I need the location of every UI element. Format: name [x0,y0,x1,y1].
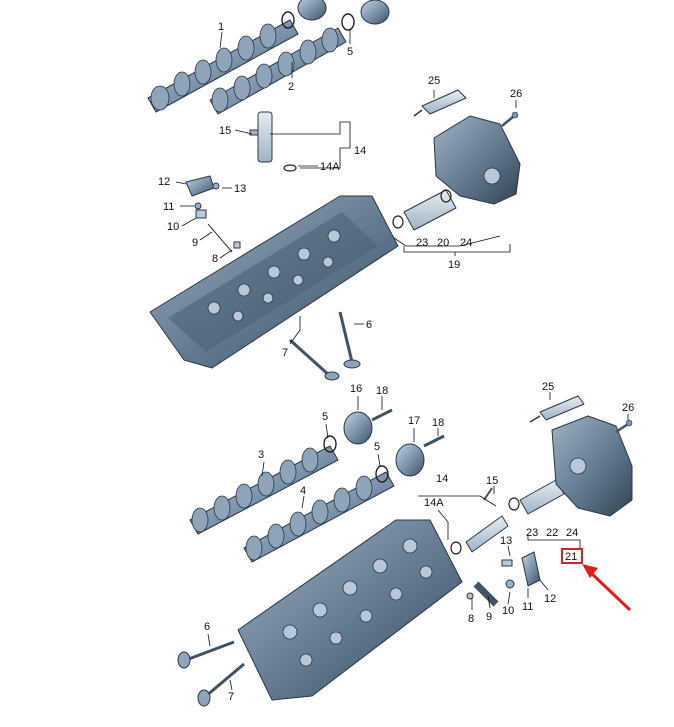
cylinder-head-bottom [237,519,463,701]
camshaft-3 [189,445,339,535]
callout-21: 21 [565,551,577,563]
callout-12-bottom: 12 [544,593,556,605]
callout-11-bottom: 11 [522,601,533,613]
callout-4: 4 [300,485,306,497]
callout-12-top: 12 [158,176,170,188]
callout-10-bottom: 10 [502,605,514,617]
callout-9-bottom: 9 [486,611,492,623]
bolt-26-bottom [615,419,633,434]
callout-2: 2 [288,81,294,93]
callout-labels: 1 2 5 15 14 14A 12 13 11 10 9 8 25 26 23… [158,21,634,703]
callout-14a-top: 14A [320,161,340,173]
callout-6-bottom: 6 [204,621,210,633]
timing-cover-top [433,115,521,205]
camshaft-control-valve-top [249,111,297,172]
sealant-tube-top [413,89,467,117]
callout-7-bottom: 7 [228,691,234,703]
bolt-18-a [371,408,393,422]
valve-6-bottom [177,640,235,669]
callout-23-bottom: 23 [526,527,538,539]
chain-tensioner-top [392,189,457,231]
callout-5-bottom: 5 [322,411,328,423]
callout-18-a: 18 [376,385,388,397]
camshaft-1 [147,19,299,113]
valve-train-parts-top [185,175,241,253]
timing-cover-bottom [551,415,633,517]
valve-7-top [288,338,340,381]
callout-23-top: 23 [416,237,428,249]
callout-8-bottom: 8 [468,613,474,625]
callout-20: 20 [437,237,449,249]
callout-16: 16 [350,383,362,395]
callout-25-bottom: 25 [542,381,554,393]
callout-25-top: 25 [428,75,440,87]
camshaft-adjuster-17 [375,443,425,483]
cylinder-head-top [149,195,399,369]
camshaft-2 [209,27,347,115]
callout-19: 19 [448,259,460,271]
callout-22: 22 [546,527,558,539]
callout-18-b: 18 [432,417,444,429]
valve-train-parts-bottom [466,551,541,607]
callout-14-top: 14 [354,145,366,157]
callout-26-bottom: 26 [622,402,634,414]
callout-17: 17 [408,415,420,427]
highlight-arrow [582,564,632,612]
callout-10-top: 10 [167,221,179,233]
callout-14a-bottom: 14A [424,497,444,509]
callout-3: 3 [258,449,264,461]
highlight-box-21 [561,548,583,564]
callout-13-bottom: 13 [500,535,512,547]
callout-8-top: 8 [212,253,218,265]
callout-5-top: 5 [347,46,353,58]
callout-24-bottom: 24 [566,527,578,539]
camshaft-adjuster-top [281,0,390,31]
sealant-tube-bottom [529,395,585,423]
camshaft-control-valve-bottom [450,487,509,555]
camshaft-4 [243,471,395,563]
callout-7-top: 7 [282,347,288,359]
callout-5-bottom-2: 5 [374,441,380,453]
leader-lines [175,30,629,691]
callout-14-bottom: 14 [436,473,448,485]
callout-15-top: 15 [219,125,231,137]
callout-9-top: 9 [192,237,198,249]
camshaft-adjuster-16 [323,411,373,453]
callout-15-bottom: 15 [486,475,498,487]
callout-6-top: 6 [366,319,372,331]
callout-1: 1 [218,21,224,33]
valve-7-bottom [197,662,245,707]
bolt-18-b [423,434,445,448]
valve-6-top [338,311,361,369]
callout-11-top: 11 [163,201,174,213]
callout-24-top: 24 [460,237,472,249]
bolt-26-top [501,111,519,127]
callout-13-top: 13 [234,183,246,195]
callout-26-top: 26 [510,88,522,100]
